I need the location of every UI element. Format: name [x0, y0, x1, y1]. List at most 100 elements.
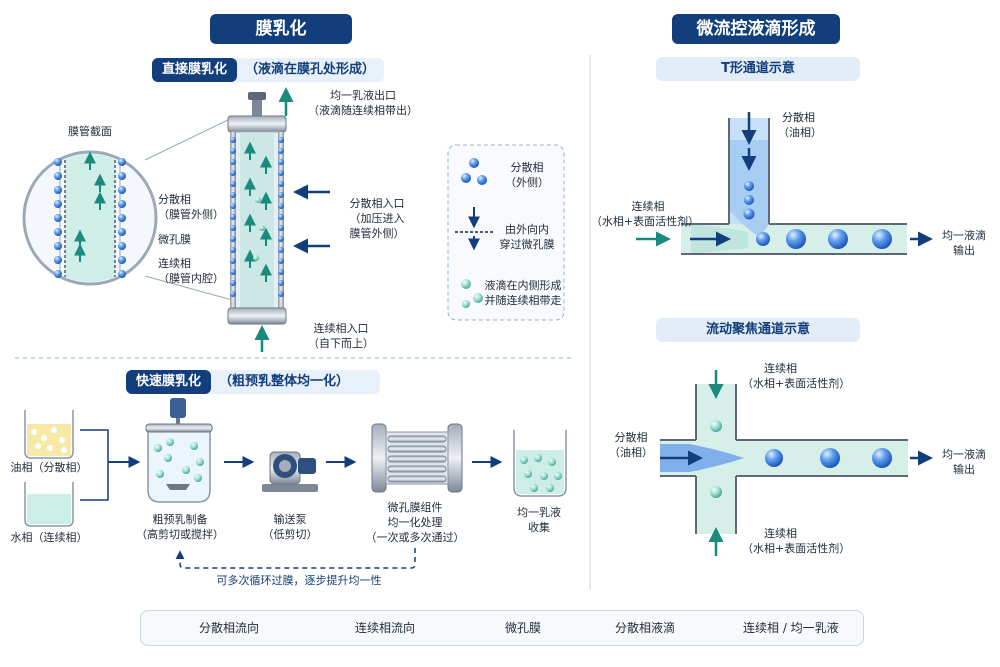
membrane-tube — [387, 445, 447, 453]
legend-membrane: 微孔膜 — [505, 621, 542, 635]
dispersed-droplet — [230, 192, 236, 198]
cross-section-droplets — [54, 151, 126, 278]
t-droplet — [743, 208, 755, 220]
t-dispersed-label: 分散相 — [782, 111, 815, 124]
dispersed-droplet — [230, 203, 236, 209]
oil-label: 油相（分散相） — [10, 461, 88, 474]
t-droplet — [872, 229, 892, 249]
t-output-label: 均一液滴 — [942, 229, 986, 242]
dispersed-droplet — [118, 270, 126, 278]
collect-drop — [546, 484, 554, 492]
tchannel-title: T形通道示意 — [656, 57, 860, 81]
collect-sub: 收集 — [528, 521, 550, 534]
premix-sub: （高剪切或搅拌） — [136, 528, 224, 541]
oil-beaker-drops — [31, 427, 67, 453]
premix-drop — [194, 474, 202, 482]
dispersed-droplet — [278, 137, 284, 143]
step2-label: 由外向内 — [505, 223, 549, 236]
t-droplet — [828, 229, 848, 249]
t-continuous-label: 连续相 — [631, 200, 665, 213]
step1-label: 分散相 — [510, 161, 544, 174]
cross-section-label: 膜管截面 — [68, 125, 112, 138]
collect-beaker — [513, 430, 567, 497]
ff-cont-top-sub: （水相+表面活性剂） — [742, 377, 851, 390]
recycle-line — [175, 548, 416, 569]
emulsion-droplet — [259, 225, 265, 231]
ff-dispersed-sub: （油相） — [609, 446, 653, 459]
dispersed-droplet — [278, 236, 284, 242]
cont-inlet-sub: （自下而上） — [308, 337, 374, 350]
dispersed-droplet — [230, 269, 236, 275]
dispersed-droplet — [54, 158, 62, 166]
step-box — [447, 144, 565, 321]
module-droplets — [230, 137, 284, 297]
step3-sub: 并随连续相带走 — [484, 294, 562, 307]
outlet-sub: （液滴随连续相带出） — [308, 104, 418, 117]
dispersed-droplet — [54, 214, 62, 222]
pump-sub: （低剪切） — [262, 528, 318, 541]
dispersed-droplet — [278, 148, 284, 154]
collect-drop — [548, 458, 556, 466]
t-droplet — [744, 195, 754, 205]
dispersed-droplet — [278, 291, 284, 297]
membrane-module — [227, 92, 287, 325]
legend-cont-flow: 连续相流向 — [355, 621, 416, 635]
membrane-tube — [387, 475, 447, 483]
ff-dispersed-label: 分散相 — [614, 431, 648, 444]
ff-droplet — [872, 448, 892, 468]
premix-drop — [196, 458, 204, 466]
membrane-tube — [387, 465, 447, 473]
dispersed-droplet — [278, 192, 284, 198]
t-output-sub: 输出 — [953, 244, 975, 257]
t-channel-droplets — [743, 181, 892, 249]
dispersed-droplet — [54, 186, 62, 194]
oil-drop — [59, 437, 65, 443]
dispersed-droplet — [230, 148, 236, 154]
dispersed-droplet — [278, 280, 284, 286]
oil-drop — [35, 443, 41, 449]
dispersed-droplet — [230, 137, 236, 143]
ff-cont-top-label: 连续相 — [764, 362, 797, 375]
fast-title: 快速膜乳化 — [126, 370, 212, 394]
dispersed-droplet — [118, 228, 126, 236]
dispersed-droplet — [278, 170, 284, 176]
ff-cont-bottom-sub: （水相+表面活性剂） — [742, 542, 851, 555]
dispersed-droplet — [54, 200, 62, 208]
fast-header: 快速膜乳化（粗预乳整体均一化） — [126, 370, 380, 394]
dispersed-droplet — [118, 242, 126, 250]
legend-cont-emulsion: 连续相 / 均一乳液 — [743, 621, 839, 635]
dispersed-droplet — [230, 159, 236, 165]
dispersed-droplet — [118, 186, 126, 194]
premix-tank — [145, 398, 213, 503]
dispersed-droplet — [230, 258, 236, 264]
collect-drop — [524, 470, 532, 478]
emulsion-droplet — [255, 197, 261, 203]
ff-droplet — [765, 449, 783, 467]
collect-drop — [530, 484, 538, 492]
continuous-sub: （膜管内腔） — [158, 272, 224, 285]
oil-beaker — [24, 410, 74, 459]
dispersed-droplet — [54, 172, 62, 180]
collect-drop — [540, 472, 548, 480]
dispersed-droplet — [230, 291, 236, 297]
outlet-label: 均一乳液出口 — [330, 89, 396, 102]
legend-disp-flow: 分散相流向 — [199, 621, 260, 635]
oil-drop — [31, 429, 37, 435]
step2-sub: 穿过微孔膜 — [499, 238, 555, 251]
dispersed-droplet — [230, 280, 236, 286]
step1-sub: （外侧） — [505, 176, 549, 189]
dispersed-droplet — [278, 159, 284, 165]
premix-drop — [156, 470, 164, 478]
pump — [262, 451, 318, 492]
collect-label: 均一乳液 — [517, 506, 561, 519]
step3-label: 液滴在内侧形成 — [484, 279, 562, 292]
t-droplet — [756, 232, 770, 246]
dispersed-droplet — [118, 200, 126, 208]
t-droplet — [744, 181, 754, 191]
cont-inlet-label: 连续相入口 — [313, 322, 369, 335]
right-title: 微流控液滴形成 — [672, 14, 840, 44]
premix-drop — [182, 466, 190, 474]
dispersed-sub: （膜管外侧） — [158, 208, 224, 221]
direct-title: 直接膜乳化 — [152, 58, 238, 82]
dispersed-droplet — [278, 269, 284, 275]
